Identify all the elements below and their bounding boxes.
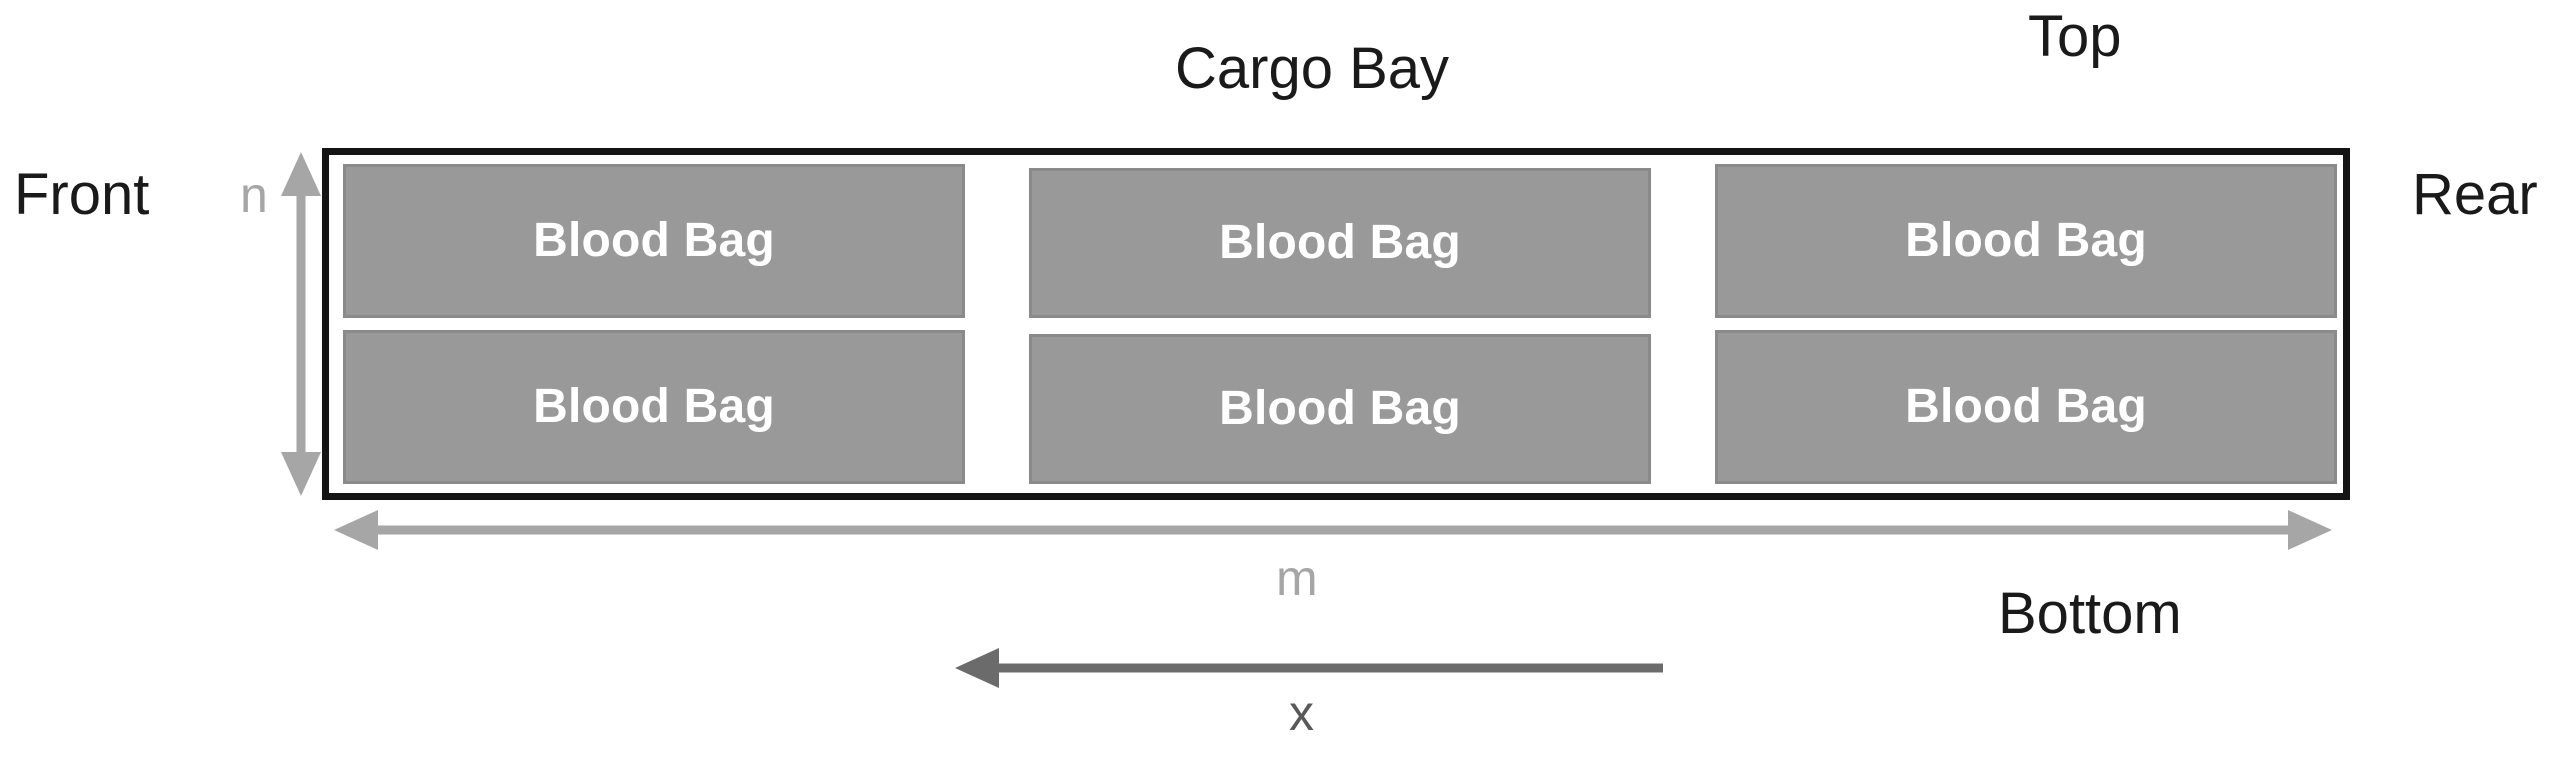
blood-bag-r1c3[interactable]: Blood Bag xyxy=(1715,164,2337,318)
blood-bag-label: Blood Bag xyxy=(1905,380,2147,433)
blood-bag-label: Blood Bag xyxy=(1219,382,1461,435)
cargo-bay-title: Cargo Bay xyxy=(1175,36,1450,101)
blood-bag-label: Blood Bag xyxy=(533,214,775,267)
dimension-label-m: m xyxy=(1276,550,1318,606)
orientation-label-front: Front xyxy=(14,162,150,227)
orientation-label-rear: Rear xyxy=(2412,162,2538,227)
dimension-arrow-x xyxy=(955,648,1663,688)
dimension-arrow-n xyxy=(281,152,321,496)
orientation-label-top: Top xyxy=(2028,4,2122,69)
blood-bag-r2c2[interactable]: Blood Bag xyxy=(1029,334,1651,484)
blood-bag-r2c3[interactable]: Blood Bag xyxy=(1715,330,2337,484)
blood-bag-label: Blood Bag xyxy=(533,380,775,433)
dimension-label-x: x xyxy=(1289,685,1314,741)
blood-bag-label: Blood Bag xyxy=(1905,214,2147,267)
dimension-label-n: n xyxy=(240,167,268,223)
blood-bag-label: Blood Bag xyxy=(1219,216,1461,269)
orientation-label-bottom: Bottom xyxy=(1998,581,2182,646)
blood-bag-r1c1[interactable]: Blood Bag xyxy=(343,164,965,318)
blood-bag-grid: Blood Bag Blood Bag Blood Bag Blood Bag … xyxy=(329,155,2343,493)
dimension-arrow-m xyxy=(334,510,2332,550)
blood-bag-r2c1[interactable]: Blood Bag xyxy=(343,330,965,484)
blood-bag-r1c2[interactable]: Blood Bag xyxy=(1029,168,1651,318)
